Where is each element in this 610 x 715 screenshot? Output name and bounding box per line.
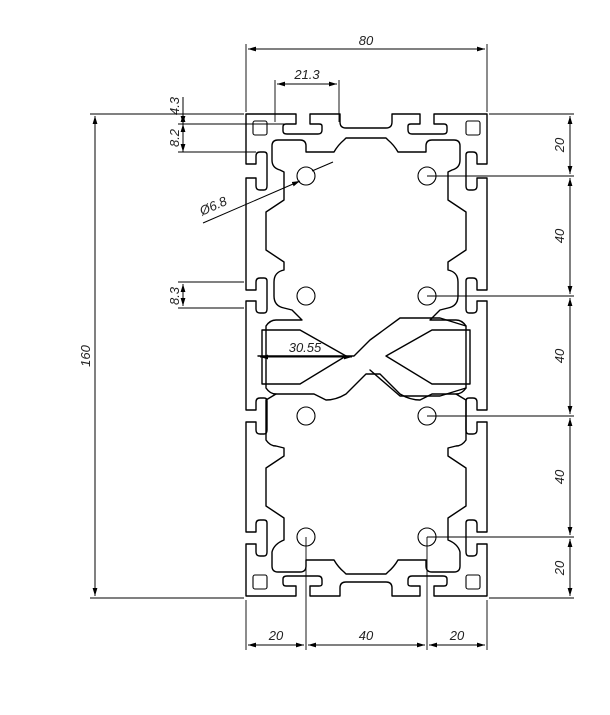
dim-cavity-width: 30.55 [260,340,352,360]
dim-text-8-3: 8.3 [167,286,182,305]
dim-text-30-55: 30.55 [289,340,322,355]
dim-text-bottom-40: 40 [359,628,374,643]
dim-side-slot: 8.3 [167,281,244,309]
dim-text-right-40-c: 40 [552,469,567,484]
dim-text-right-20-bottom: 20 [552,560,567,576]
dim-text-right-40-a: 40 [552,228,567,243]
dim-height-total: 160 [78,113,244,599]
corner-square-br [465,574,481,590]
outer-contour [245,113,488,597]
dim-text-bottom-20-left: 20 [268,628,284,643]
corner-square-tl [252,120,268,136]
dim-text-8-2: 8.2 [167,128,182,147]
corner-square-bl [252,574,268,590]
dim-text-d6-8: Ø6.8 [196,193,229,219]
dim-text-80: 80 [359,33,374,48]
dim-width-total: 80 [245,33,488,112]
dim-text-right-40-b: 40 [552,348,567,363]
dim-slot-pitch: 21.3 [274,67,340,122]
dim-hole-diameter: Ø6.8 [196,161,334,224]
dim-text-right-20-top: 20 [552,137,567,153]
cavity-left [261,329,347,385]
cavity-right [385,329,471,385]
center-web-right [369,369,467,397]
dim-right-chain: 20 40 40 40 20 [427,113,574,599]
dim-bottom-chain: 20 40 20 [245,537,488,650]
dim-text-4-3: 4.3 [167,96,182,115]
hole-mid-upper-left [296,286,316,306]
hole-top-left [296,166,316,186]
dim-text-bottom-20-right: 20 [449,628,465,643]
corner-square-tr [465,120,481,136]
core-bottom [265,393,467,575]
hole-mid-lower-left [296,406,316,426]
profile-outline [245,113,488,597]
dim-text-21-3: 21.3 [293,67,320,82]
dim-text-160: 160 [78,344,93,366]
